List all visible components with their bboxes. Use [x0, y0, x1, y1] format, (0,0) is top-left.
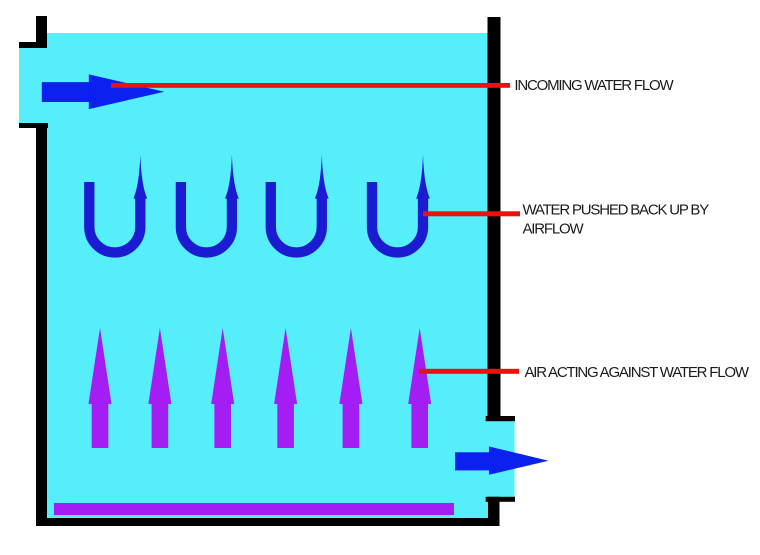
- svg-text:AIRFLOW: AIRFLOW: [523, 221, 585, 238]
- svg-text:AIR ACTING AGAINST WATER FLOW: AIR ACTING AGAINST WATER FLOW: [525, 364, 750, 381]
- svg-text:WATER PUSHED BACK UP BY: WATER PUSHED BACK UP BY: [523, 202, 710, 219]
- svg-text:INCOMING WATER FLOW: INCOMING WATER FLOW: [514, 77, 674, 94]
